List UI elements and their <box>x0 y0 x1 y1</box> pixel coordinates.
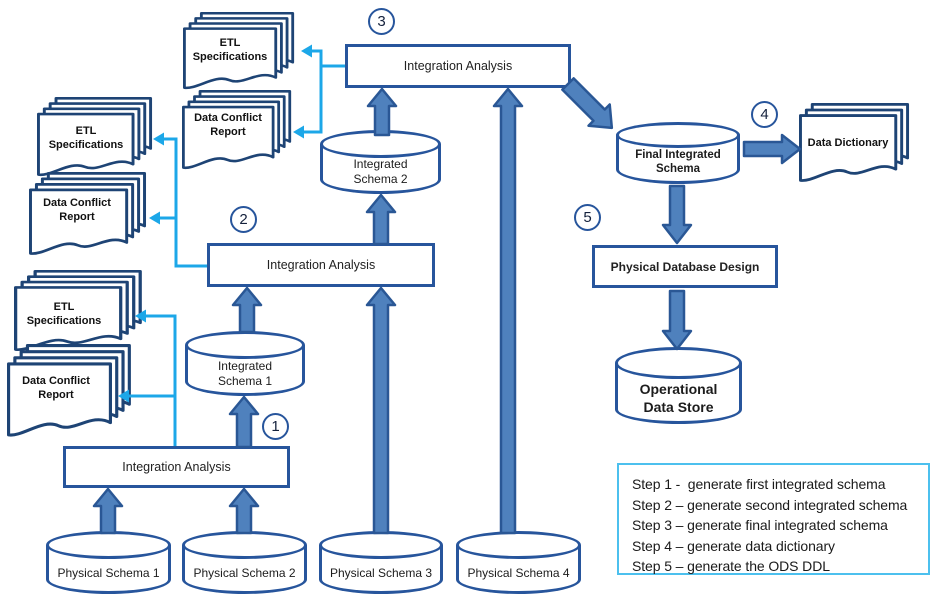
arrow-fis-to-dd <box>742 133 802 165</box>
integrated-schema-1-label: Integrated Schema 1 <box>217 358 273 388</box>
step-2-circle: 2 <box>230 206 257 233</box>
cylinder-top <box>185 331 305 359</box>
step-4-circle: 4 <box>751 101 778 128</box>
legend-step-3: Step 3 – generate final integrated schem… <box>632 517 888 534</box>
arrow-ps1-to-ia1 <box>92 487 124 535</box>
legend-step-2: Step 2 – generate second integrated sche… <box>632 496 908 513</box>
connector-arrowhead <box>149 211 160 225</box>
integration-analysis-box-3: Integration Analysis <box>345 44 571 88</box>
cylinder-top <box>616 122 740 148</box>
cylinder-top <box>456 531 581 559</box>
data-conflict-report-label: Data Conflict Report <box>194 112 262 138</box>
connector-arrowhead <box>301 44 312 58</box>
integration-analysis-label: Integration Analysis <box>403 59 513 73</box>
final-integrated-schema-cylinder: Final Integrated Schema <box>616 122 740 184</box>
arrow-ia1-to-is1 <box>228 395 260 449</box>
physical-database-design-label: Physical Database Design <box>610 259 760 274</box>
physical-database-design-box: Physical Database Design <box>592 245 778 288</box>
physical-schema-3-label: Physical Schema 3 <box>329 566 433 580</box>
physical-schema-4-cylinder: Physical Schema 4 <box>456 531 581 594</box>
connector-arrowhead <box>293 125 304 139</box>
data-conflict-report-label: Data Conflict Report <box>43 197 111 223</box>
cylinder-top <box>46 531 171 559</box>
arrow-pdd-to-ods <box>661 289 693 351</box>
data-conflict-report-label: Data Conflict Report <box>22 375 90 401</box>
connector-arrowhead <box>153 132 164 146</box>
arrow-is1-to-ia2 <box>231 286 263 334</box>
physical-schema-3-cylinder: Physical Schema 3 <box>319 531 443 594</box>
connector-ia3-to-etl3 <box>311 49 345 68</box>
integrated-schema-2-label: Integrated Schema 2 <box>353 157 408 186</box>
step-1-number: 1 <box>271 418 280 435</box>
integration-analysis-box-2: Integration Analysis <box>207 243 435 287</box>
integration-analysis-label: Integration Analysis <box>266 258 376 272</box>
step-2-number: 2 <box>239 211 248 228</box>
final-integrated-schema-label: Final Integrated Schema <box>635 149 721 175</box>
step-5-circle: 5 <box>574 204 601 231</box>
operational-data-store-cylinder: Operational Data Store <box>615 347 742 424</box>
step-4-number: 4 <box>760 106 769 123</box>
step-1-circle: 1 <box>262 413 289 440</box>
integration-analysis-box-1: Integration Analysis <box>63 446 290 488</box>
etl-specifications-label: ETL Specifications <box>48 125 124 151</box>
connector-ia1-to-etl1 <box>145 314 177 446</box>
cylinder-top <box>615 347 742 379</box>
step-3-circle: 3 <box>368 8 395 35</box>
physical-schema-2-cylinder: Physical Schema 2 <box>182 531 307 594</box>
integration-analysis-label: Integration Analysis <box>122 460 231 474</box>
arrow-fis-to-pdd <box>661 184 693 245</box>
cylinder-top <box>182 531 307 559</box>
cylinder-top <box>319 531 443 559</box>
legend-step-1: Step 1 - generate first integrated schem… <box>632 476 886 492</box>
data-dictionary-label: Data Dictionary <box>807 137 889 149</box>
physical-schema-1-cylinder: Physical Schema 1 <box>46 531 171 594</box>
legend-box: Step 1 - generate first integrated schem… <box>617 463 930 575</box>
arrow-ps2-to-ia1 <box>228 487 260 535</box>
integrated-schema-1-cylinder: Integrated Schema 1 <box>185 331 305 396</box>
physical-schema-4-label: Physical Schema 4 <box>467 566 570 580</box>
step-5-number: 5 <box>583 209 592 226</box>
step-3-number: 3 <box>377 13 386 30</box>
legend-step-5: Step 5 – generate the ODS DDL <box>632 558 830 575</box>
operational-data-store-label: Operational Data Store <box>639 380 718 415</box>
arrow-is2-to-ia3 <box>366 87 398 137</box>
legend-step-4: Step 4 – generate data dictionary <box>632 537 835 554</box>
arrow-ps4-to-ia3 <box>492 87 524 535</box>
integrated-schema-2-cylinder: Integrated Schema 2 <box>320 130 441 194</box>
arrow-ia2-to-is2 <box>365 193 397 246</box>
arrow-ps3-to-ia2 <box>365 286 397 535</box>
etl-specifications-label: ETL Specifications <box>26 301 102 327</box>
connector-ia3-to-dcr3 <box>303 64 323 134</box>
physical-schema-2-label: Physical Schema 2 <box>193 566 296 580</box>
physical-schema-1-label: Physical Schema 1 <box>57 566 160 580</box>
etl-specifications-label: ETL Specifications <box>192 37 268 63</box>
